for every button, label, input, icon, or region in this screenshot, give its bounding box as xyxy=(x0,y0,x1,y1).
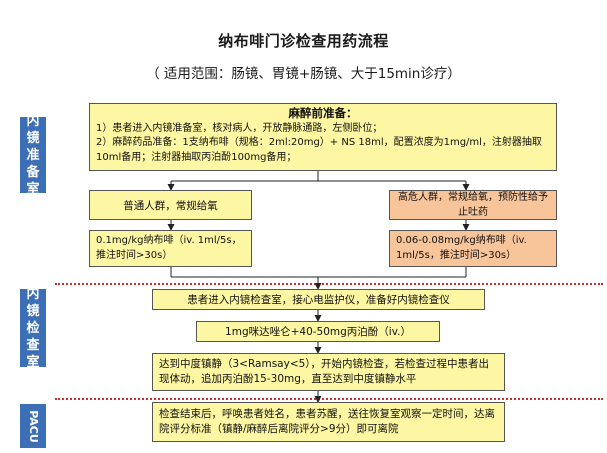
pre-anesthesia-box: 麻醉前准备： 1）患者进入内镜准备室，核对病人，开放静脉通路，左侧卧位； 2）麻… xyxy=(89,103,557,171)
moderate-sedation-box: 达到中度镇静（3<Ramsay<5），开始内镜检查，若检查过程中患者出现体动，追… xyxy=(152,353,505,391)
section-label-prep: 内镜准备室 xyxy=(20,114,46,197)
section-divider-exam xyxy=(55,283,603,285)
high-risk-group-box: 高危人群，常规给氧，预防性给予止吐药 xyxy=(389,190,557,220)
pre-anesthesia-step-2: 2）麻醉药品准备：1支纳布啡（规格：2ml:20mg）+ NS 18ml，配置浓… xyxy=(96,137,542,163)
pre-anesthesia-step-1: 1）患者进入内镜准备室，核对病人，开放静脉通路，左侧卧位； xyxy=(96,122,383,134)
page-subtitle: （ 适用范围：肠镜、胃镜+肠镜、大于15min诊疗） xyxy=(146,66,461,82)
normal-dose-box: 0.1mg/kg纳布啡（iv. 1ml/5s，推注时间>30s） xyxy=(89,230,252,267)
section-label-exam: 内镜检查室 xyxy=(20,287,46,370)
high-risk-dose-box: 0.06-0.08mg/kg纳布啡（iv. 1ml/5s，推注时间>30s） xyxy=(389,230,557,267)
pre-anesthesia-heading: 麻醉前准备： xyxy=(288,106,358,120)
enter-exam-room-box: 患者进入内镜检查室，接心电监护仪，准备好内镜检查仪 xyxy=(152,289,485,310)
sedation-box: 1mg咪达唑仑+40-50mg丙泊酚（iv.） xyxy=(196,321,440,342)
section-divider-pacu xyxy=(55,398,603,400)
recovery-box: 检查结束后，呼唤患者姓名，患者苏醒，送往恢复室观察一定时间，达离院评分标准（镇静… xyxy=(152,402,505,442)
page-title: 纳布啡门诊检查用药流程 xyxy=(218,32,389,50)
section-label-pacu: PACU xyxy=(20,404,46,448)
normal-group-box: 普通人群，常规给氧 xyxy=(89,190,252,220)
